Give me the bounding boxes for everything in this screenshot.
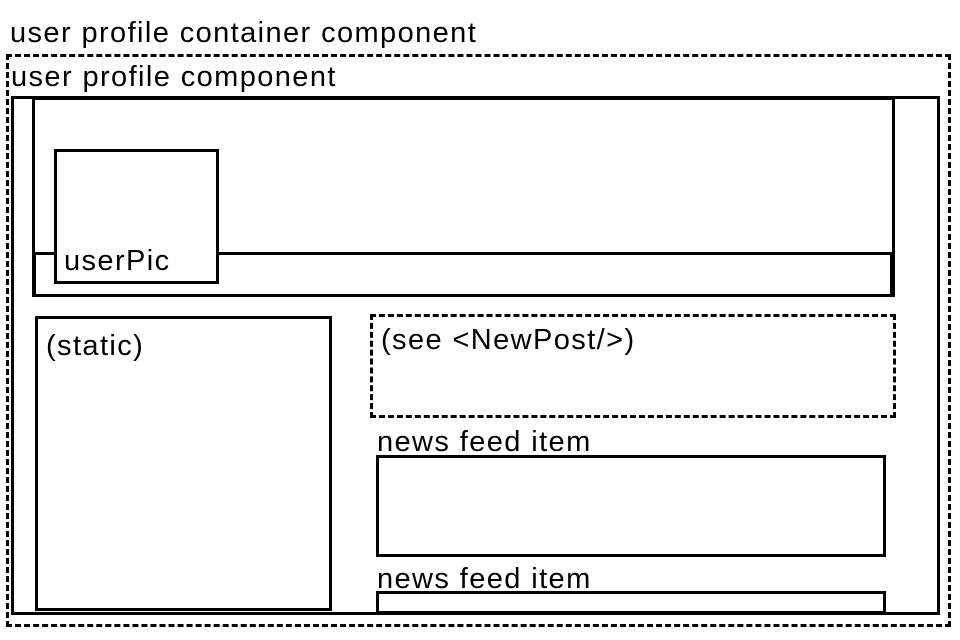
- news-feed-item-label: news feed item: [377, 563, 592, 595]
- news-feed-item-box: [376, 591, 886, 614]
- new-post-label: (see <NewPost/>): [381, 324, 636, 356]
- news-feed-item-label: news feed item: [377, 426, 592, 458]
- user-profile-container-box: [6, 54, 951, 627]
- profile-header-strip: [33, 252, 893, 297]
- new-post-box: [370, 314, 896, 418]
- user-profile-container-label: user profile container component: [10, 17, 478, 49]
- user-profile-component-label: user profile component: [11, 61, 337, 93]
- static-sidebar-box: [35, 316, 332, 611]
- user-pic-label: userPic: [64, 245, 171, 277]
- news-feed-item-box: [376, 455, 886, 557]
- user-pic-box: [54, 149, 219, 284]
- static-sidebar-label: (static): [46, 330, 145, 362]
